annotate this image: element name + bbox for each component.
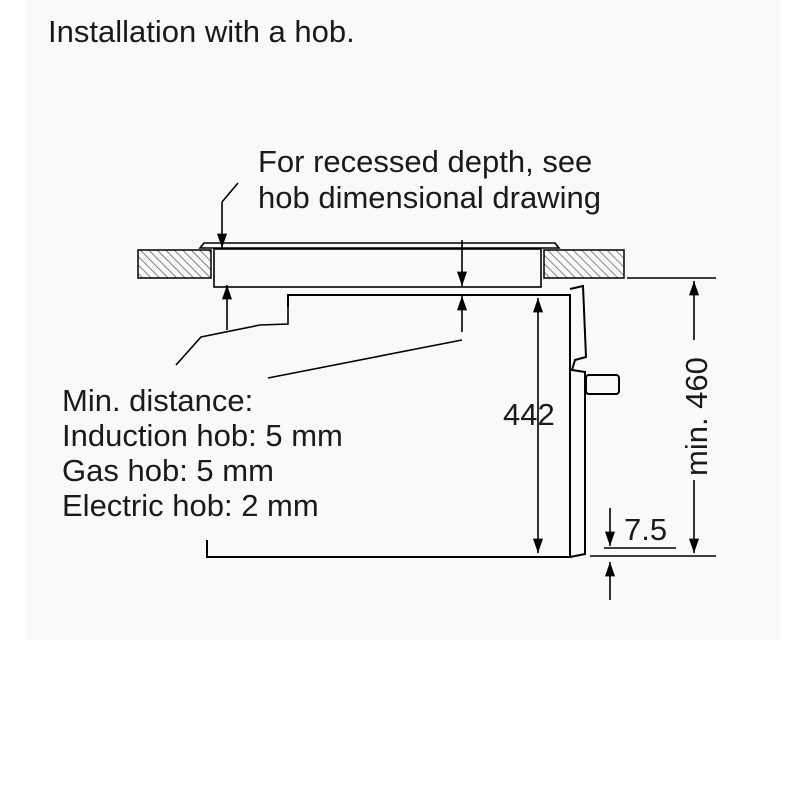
hob [198,242,561,288]
min-distance-electric: Electric hob: 2 mm [62,488,319,523]
leader-lines [175,182,716,557]
hob-body [213,248,542,288]
oven-height-label: 442 [503,397,555,432]
page-title: Installation with a hob. [48,14,355,49]
min-distance-gas: Gas hob: 5 mm [62,453,274,488]
min-distance-pointer-line [267,339,463,379]
recess-leader [221,182,239,203]
hob-top-plate [198,242,561,249]
worktop [137,249,625,279]
oven-front-panel [569,284,588,558]
oven-knob [585,374,620,395]
diagram-background [25,0,780,640]
worktop-left [137,249,212,279]
min-distance-leader [175,307,289,366]
worktop-right [543,249,625,279]
recess-note-line-2: hob dimensional drawing [258,180,601,215]
niche-height-label: min. 460 [679,357,714,476]
min-distance-induction: Induction hob: 5 mm [62,418,343,453]
recess-note-line-1: For recessed depth, see [258,144,592,179]
dimension-arrows [216,202,700,600]
bottom-gap-label: 7.5 [624,512,667,547]
min-distance-heading: Min. distance: [62,383,253,418]
oven-housing [206,294,571,558]
oven [206,284,620,558]
